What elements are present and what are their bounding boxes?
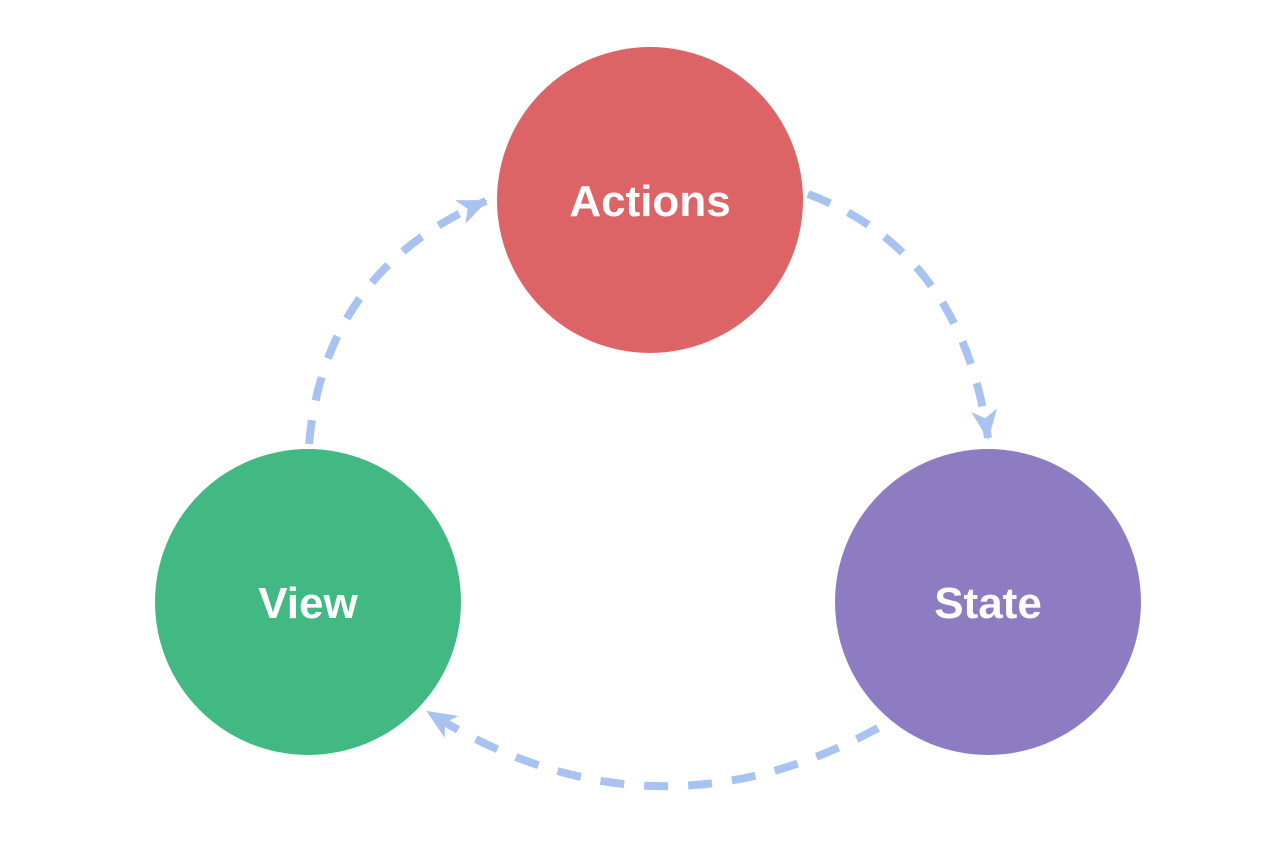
node-state-circle — [835, 449, 1141, 755]
edge-state-to-view — [425, 708, 880, 791]
node-state-label: State — [934, 579, 1042, 628]
edge-actions-to-state — [806, 190, 997, 440]
edge-view-to-actions — [305, 197, 488, 445]
node-view-circle — [155, 449, 461, 755]
node-actions-label: Actions — [569, 177, 730, 226]
node-view-label: View — [258, 579, 358, 628]
node-actions-circle — [497, 47, 803, 353]
